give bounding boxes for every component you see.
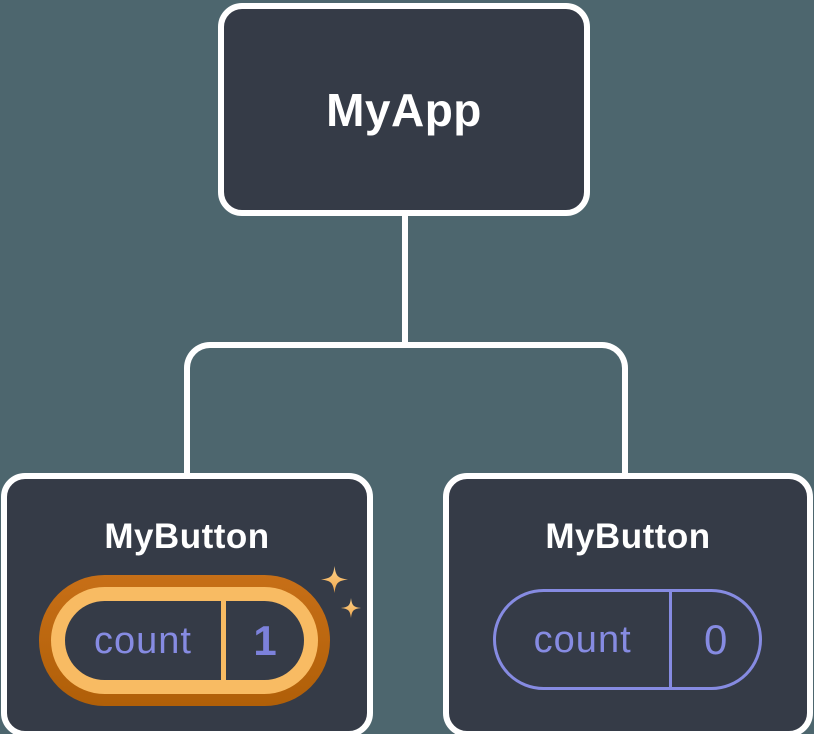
state-value-cell: 1 [226, 601, 304, 680]
state-pill-glow-ring: count 1 [51, 587, 318, 694]
sparkle-icon [321, 566, 348, 593]
component-node-mybutton-plain: MyButton count 0 [443, 473, 813, 734]
state-key-cell: count [65, 601, 221, 680]
state-pill-divider [221, 601, 226, 680]
connector-branch-line [184, 342, 628, 473]
state-pill-highlighted: count 1 [39, 575, 330, 706]
component-label-mybutton: MyButton [104, 517, 270, 556]
component-label-myapp: MyApp [326, 83, 482, 136]
sparkle-icon-small [341, 598, 361, 618]
component-node-mybutton-highlighted: MyButton count 1 [1, 473, 373, 734]
state-pill-plain: count 0 [493, 589, 762, 690]
component-node-myapp: MyApp [218, 3, 590, 216]
state-key-label: count [94, 619, 192, 662]
state-value: 1 [253, 616, 277, 664]
state-value: 0 [703, 615, 728, 663]
connector-root-to-branch [402, 214, 408, 348]
state-pill-divider [669, 592, 673, 687]
state-key-label: count [533, 618, 632, 661]
state-key-cell: count [496, 592, 669, 687]
state-value-cell: 0 [672, 592, 759, 687]
state-pill-body: count 1 [65, 601, 304, 680]
component-label-mybutton: MyButton [545, 517, 711, 556]
